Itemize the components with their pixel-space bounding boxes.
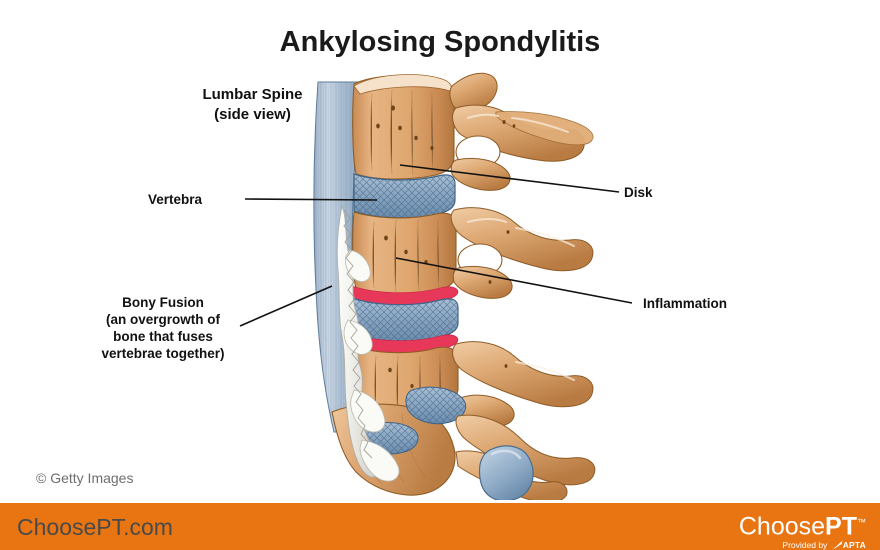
label-disk: Disk [624,185,653,200]
label-inflammation: Inflammation [643,296,728,311]
vertebra-body-2 [352,211,457,296]
label-lumbar-spine: Lumbar Spine (side view) [202,86,303,123]
provided-by-line: Provided by APTA [739,540,866,550]
vertebra-process-3 [452,341,594,427]
choosept-logo[interactable]: ChoosePT™ Provided by APTA [739,509,866,550]
disk-1 [353,173,456,219]
apta-text: APTA [842,540,866,550]
apta-swoosh-icon [830,540,843,550]
spine-graphic [313,72,596,503]
label-bony-fusion: Bony Fusion (an overgrowth of bone that … [101,295,225,361]
disk-remnant-lower [405,386,466,425]
logo-pt-text: PT [825,512,857,541]
footer-bar: ChoosePT.com ChoosePT™ Provided by APTA [0,503,880,550]
vertebra-process-1 [449,72,594,191]
lower-processes [455,414,596,503]
label-vertebra: Vertebra [148,192,203,207]
provided-by-text: Provided by [782,540,828,550]
blue-oval [478,445,534,502]
vertebra-body-1 [352,74,455,180]
disk-2 [351,297,459,343]
choosept-logo-text: ChoosePT™ [739,509,866,539]
footer-site-url[interactable]: ChoosePT.com [17,514,173,540]
page-title: Ankylosing Spondylitis [279,26,601,58]
logo-trademark: ™ [857,517,866,527]
image-credit: © Getty Images [36,470,134,486]
bony-fusion [336,204,400,482]
vertebra-process-2 [450,207,594,299]
lumbar-spine-illustration [300,60,620,503]
logo-choose-text: Choose [738,512,826,541]
